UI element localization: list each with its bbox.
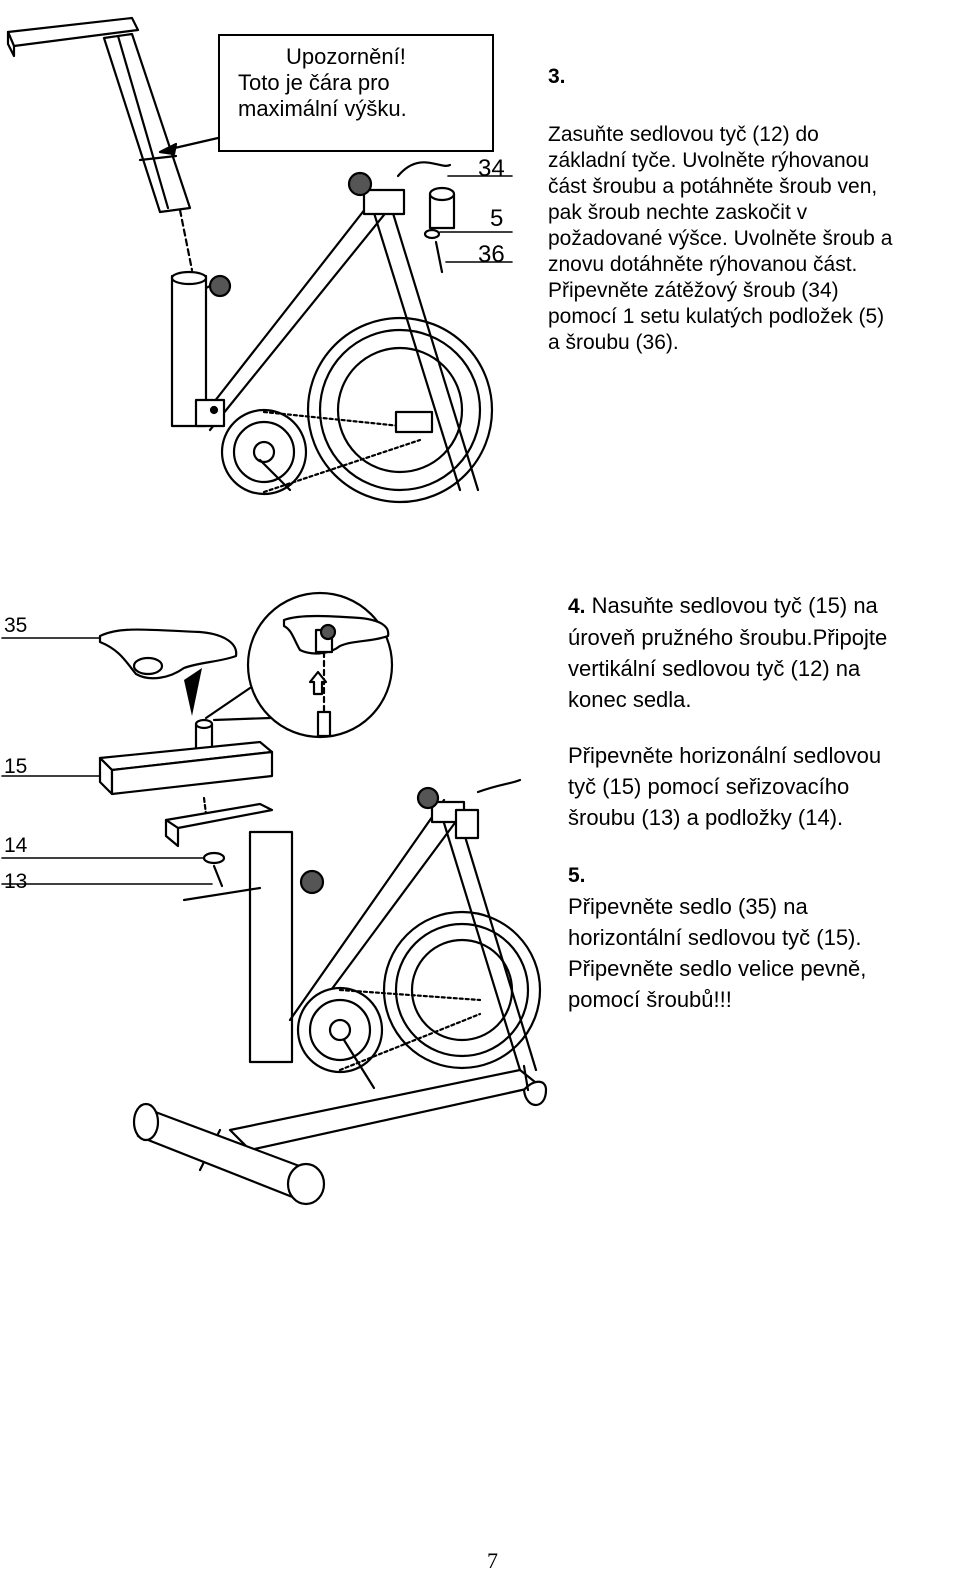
text-line: Připevněte sedlo velice pevně, — [568, 956, 867, 981]
label-part-36: 36 — [478, 241, 505, 268]
label-part-13: 13 — [4, 870, 28, 893]
step4-bike-illustration — [1, 591, 548, 1206]
text-line: vertikální sedlovou tyč (12) na — [568, 656, 861, 681]
warning-line-1: Upozornění! — [286, 44, 406, 69]
text-line: Zasuňte sedlovou tyč (12) do — [548, 123, 819, 146]
text-line: požadované výšce. Uvolněte šroub a — [548, 227, 893, 250]
text-line: konec sedla. — [568, 687, 692, 712]
warning-line-2: Toto je čára pro — [238, 70, 390, 95]
step5-instructions: 5. Připevněte sedlo (35) na horizontální… — [568, 860, 866, 1015]
text-line: pak šroub nechte zaskočit v — [548, 201, 808, 224]
label-part-15: 15 — [4, 755, 28, 778]
step5-number: 5. — [568, 864, 586, 887]
step4-instructions-2: Připevněte horizonální sedlovou tyč (15)… — [568, 740, 881, 833]
text-line: a šroubu (36). — [548, 331, 679, 354]
label-part-14: 14 — [4, 834, 28, 857]
text-line: Připevněte sedlo (35) na — [568, 894, 808, 919]
text-line: část šroubu a potáhněte šroub ven, — [548, 175, 878, 198]
text-line: Připevněte horizonální sedlovou — [568, 743, 882, 768]
text-line: horizontální sedlovou tyč (15). — [568, 925, 862, 950]
warning-callout: Upozornění! Toto je čára pro maximální v… — [218, 34, 494, 152]
page-number: 7 — [487, 1548, 498, 1573]
warning-line-3: maximální výšku. — [238, 96, 407, 121]
text-line: pomocí šroubů!!! — [568, 987, 732, 1012]
step4-instructions: 4. Nasuňte sedlovou tyč (15) na úroveň p… — [568, 590, 887, 715]
text-line-rest: Nasuňte sedlovou tyč (15) na — [585, 593, 878, 618]
text-line: pomocí 1 setu kulatých podložek (5) — [548, 305, 885, 328]
step3-number: 3. — [548, 65, 566, 88]
label-part-34: 34 — [478, 155, 505, 182]
text-line: šroubu (13) a podložky (14). — [568, 805, 844, 830]
text-line: Připevněte zátěžový šroub (34) — [548, 279, 839, 302]
step4-number: 4. — [568, 595, 586, 618]
step3-instructions: Zasuňte sedlovou tyč (12) do základní ty… — [548, 122, 892, 356]
label-part-5: 5 — [490, 205, 504, 232]
step3-bike-illustration — [6, 16, 513, 504]
text-line: znovu dotáhněte rýhovanou část. — [548, 253, 858, 276]
text-line: základní tyče. Uvolněte rýhovanou — [548, 149, 870, 172]
text-line: 4. Nasuňte sedlovou tyč (15) na — [568, 590, 887, 622]
text-line: tyč (15) pomocí seřizovacího — [568, 774, 850, 799]
label-part-35: 35 — [4, 614, 28, 637]
text-line: úroveň pružného šroubu.Připojte — [568, 625, 888, 650]
